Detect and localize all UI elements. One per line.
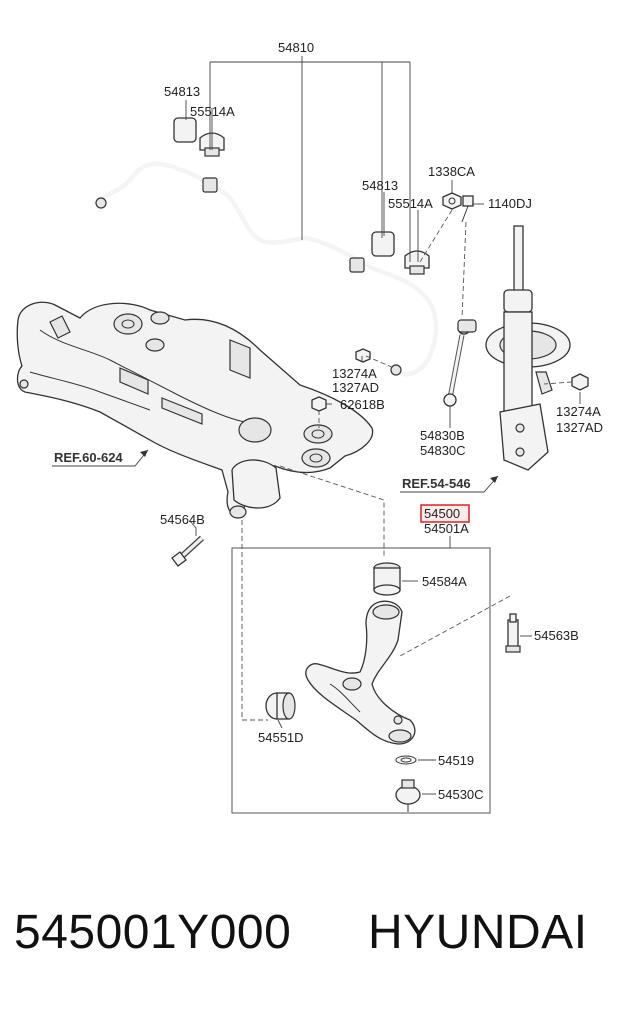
bushing-54551d [265,692,296,720]
label-1338ca: 1338CA [428,164,475,179]
part-number: 545001Y000 [14,906,292,959]
label-1140dj: 1140DJ [488,196,532,211]
label-ref-60-624: REF.60-624 [54,450,123,465]
lower-control-arm [305,600,416,745]
brand-name: HYUNDAI [368,906,588,959]
strut-assembly [485,225,571,471]
label-55514a-left: 55514A [190,104,235,119]
nut-62618b [311,396,327,412]
label-55514a-right: 55514A [388,196,433,211]
label-54501a: 54501A [424,521,469,536]
label-54830c: 54830C [420,443,466,458]
label-54551d: 54551D [258,730,304,745]
highlight-box-54500 [420,504,470,523]
label-54530c: 54530C [438,787,484,802]
clip-54519 [395,755,417,765]
label-54810: 54810 [278,40,314,55]
ball-joint-54530c [395,779,421,812]
label-54564b: 54564B [160,512,205,527]
label-1327ad-left: 1327AD [332,380,379,395]
bolt-1140dj [461,195,474,223]
label-54830b: 54830B [420,428,465,443]
stabilizer-bar [95,161,439,377]
nut-13274a-right [571,373,589,391]
nut-1338ca [442,192,462,210]
label-13274a-left: 13274A [332,366,377,381]
bushing-54584a [373,562,401,596]
label-54519: 54519 [438,753,474,768]
label-54584a: 54584A [422,574,467,589]
parts-diagram: 54810 54813 55514A 54813 1338CA 55514A 1… [16,40,603,814]
label-62618b: 62618B [340,397,385,412]
label-54813-left: 54813 [164,84,200,99]
bolt-54564b [171,535,205,567]
bushing-right [371,231,430,275]
subframe [16,301,374,519]
lower-arm-frame [231,547,491,814]
label-ref-54-546: REF.54-546 [402,476,471,491]
label-54500[interactable]: 54500 [424,506,460,521]
leader-lines [52,56,581,795]
label-54563b: 54563B [534,628,579,643]
label-1327ad-right: 1327AD [556,420,603,435]
bolt-54563b [505,613,521,653]
nut-13274a-left [355,348,402,376]
stabilizer-link [443,319,477,407]
footer: 545001Y000 HYUNDAI [0,905,620,975]
label-54813-right: 54813 [362,178,398,193]
label-13274a-right: 13274A [556,404,601,419]
bushing-left [173,117,225,157]
